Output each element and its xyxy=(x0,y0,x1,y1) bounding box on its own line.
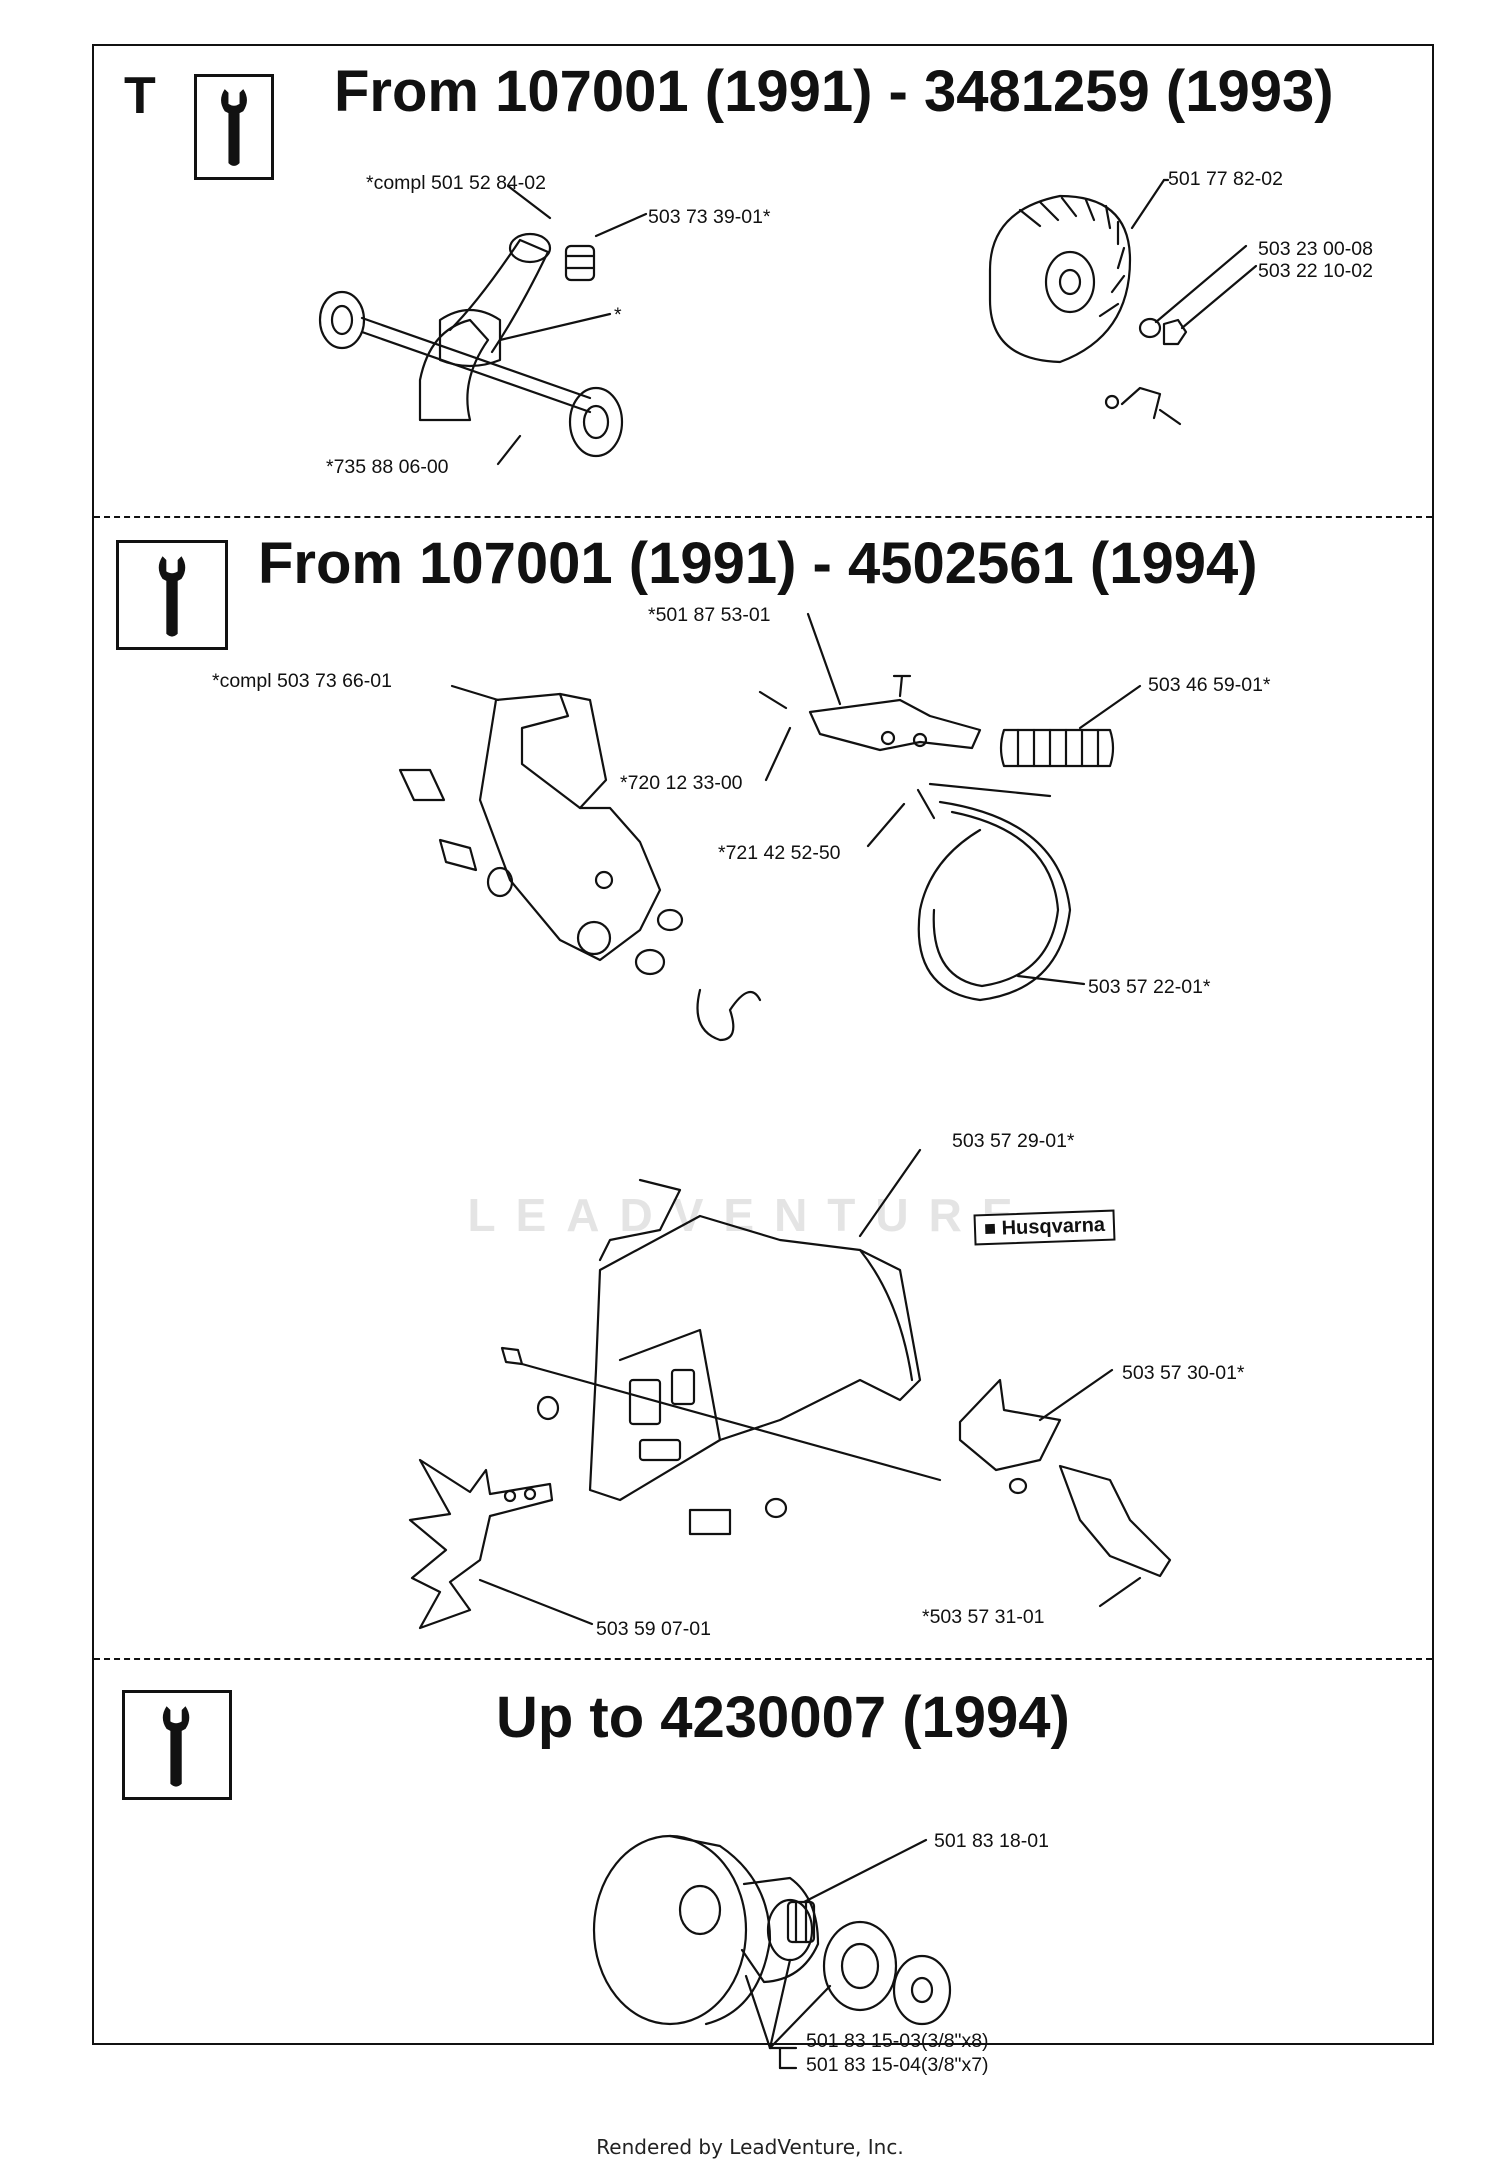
part-label: 501 83 15-03(3/8"x8) xyxy=(806,2030,989,2052)
section-divider xyxy=(94,516,1432,518)
part-label: 503 22 10-02 xyxy=(1258,260,1373,282)
part-label: 503 73 39-01* xyxy=(648,206,771,228)
part-label: *compl 501 52 84-02 xyxy=(366,172,546,194)
part-label: *503 57 31-01 xyxy=(922,1606,1045,1628)
section-heading: From 107001 (1991) - 3481259 (1993) xyxy=(334,59,1334,124)
part-label: *720 12 33-00 xyxy=(620,772,743,794)
part-label: *721 42 52-50 xyxy=(718,842,841,864)
part-label: 503 46 59-01* xyxy=(1148,674,1271,696)
wrench-icon xyxy=(194,74,274,180)
part-label: 503 23 00-08 xyxy=(1258,238,1373,260)
part-label: *735 88 06-00 xyxy=(326,456,449,478)
section-divider xyxy=(94,1658,1432,1660)
wrench-icon xyxy=(122,1690,232,1800)
part-label: *501 87 53-01 xyxy=(648,604,771,626)
part-label: 503 57 30-01* xyxy=(1122,1362,1245,1384)
section-heading: From 107001 (1991) - 4502561 (1994) xyxy=(258,531,1258,596)
footer-credit: Rendered by LeadVenture, Inc. xyxy=(596,2135,904,2159)
section-heading: Up to 4230007 (1994) xyxy=(496,1685,1070,1750)
section-letter: T xyxy=(124,67,156,125)
wrench-icon xyxy=(116,540,228,650)
part-label: *compl 503 73 66-01 xyxy=(212,670,392,692)
part-label: 503 57 29-01* xyxy=(952,1130,1075,1152)
part-label: 503 59 07-01 xyxy=(596,1618,711,1640)
part-label: 501 83 18-01 xyxy=(934,1830,1049,1852)
part-label: 501 77 82-02 xyxy=(1168,168,1283,190)
husqvarna-decal: ■ Husqvarna xyxy=(973,1209,1116,1246)
part-label: 501 83 15-04(3/8"x7) xyxy=(806,2054,989,2076)
part-label: * xyxy=(614,304,622,326)
brand-name: Husqvarna xyxy=(1001,1213,1106,1240)
part-label: 503 57 22-01* xyxy=(1088,976,1211,998)
